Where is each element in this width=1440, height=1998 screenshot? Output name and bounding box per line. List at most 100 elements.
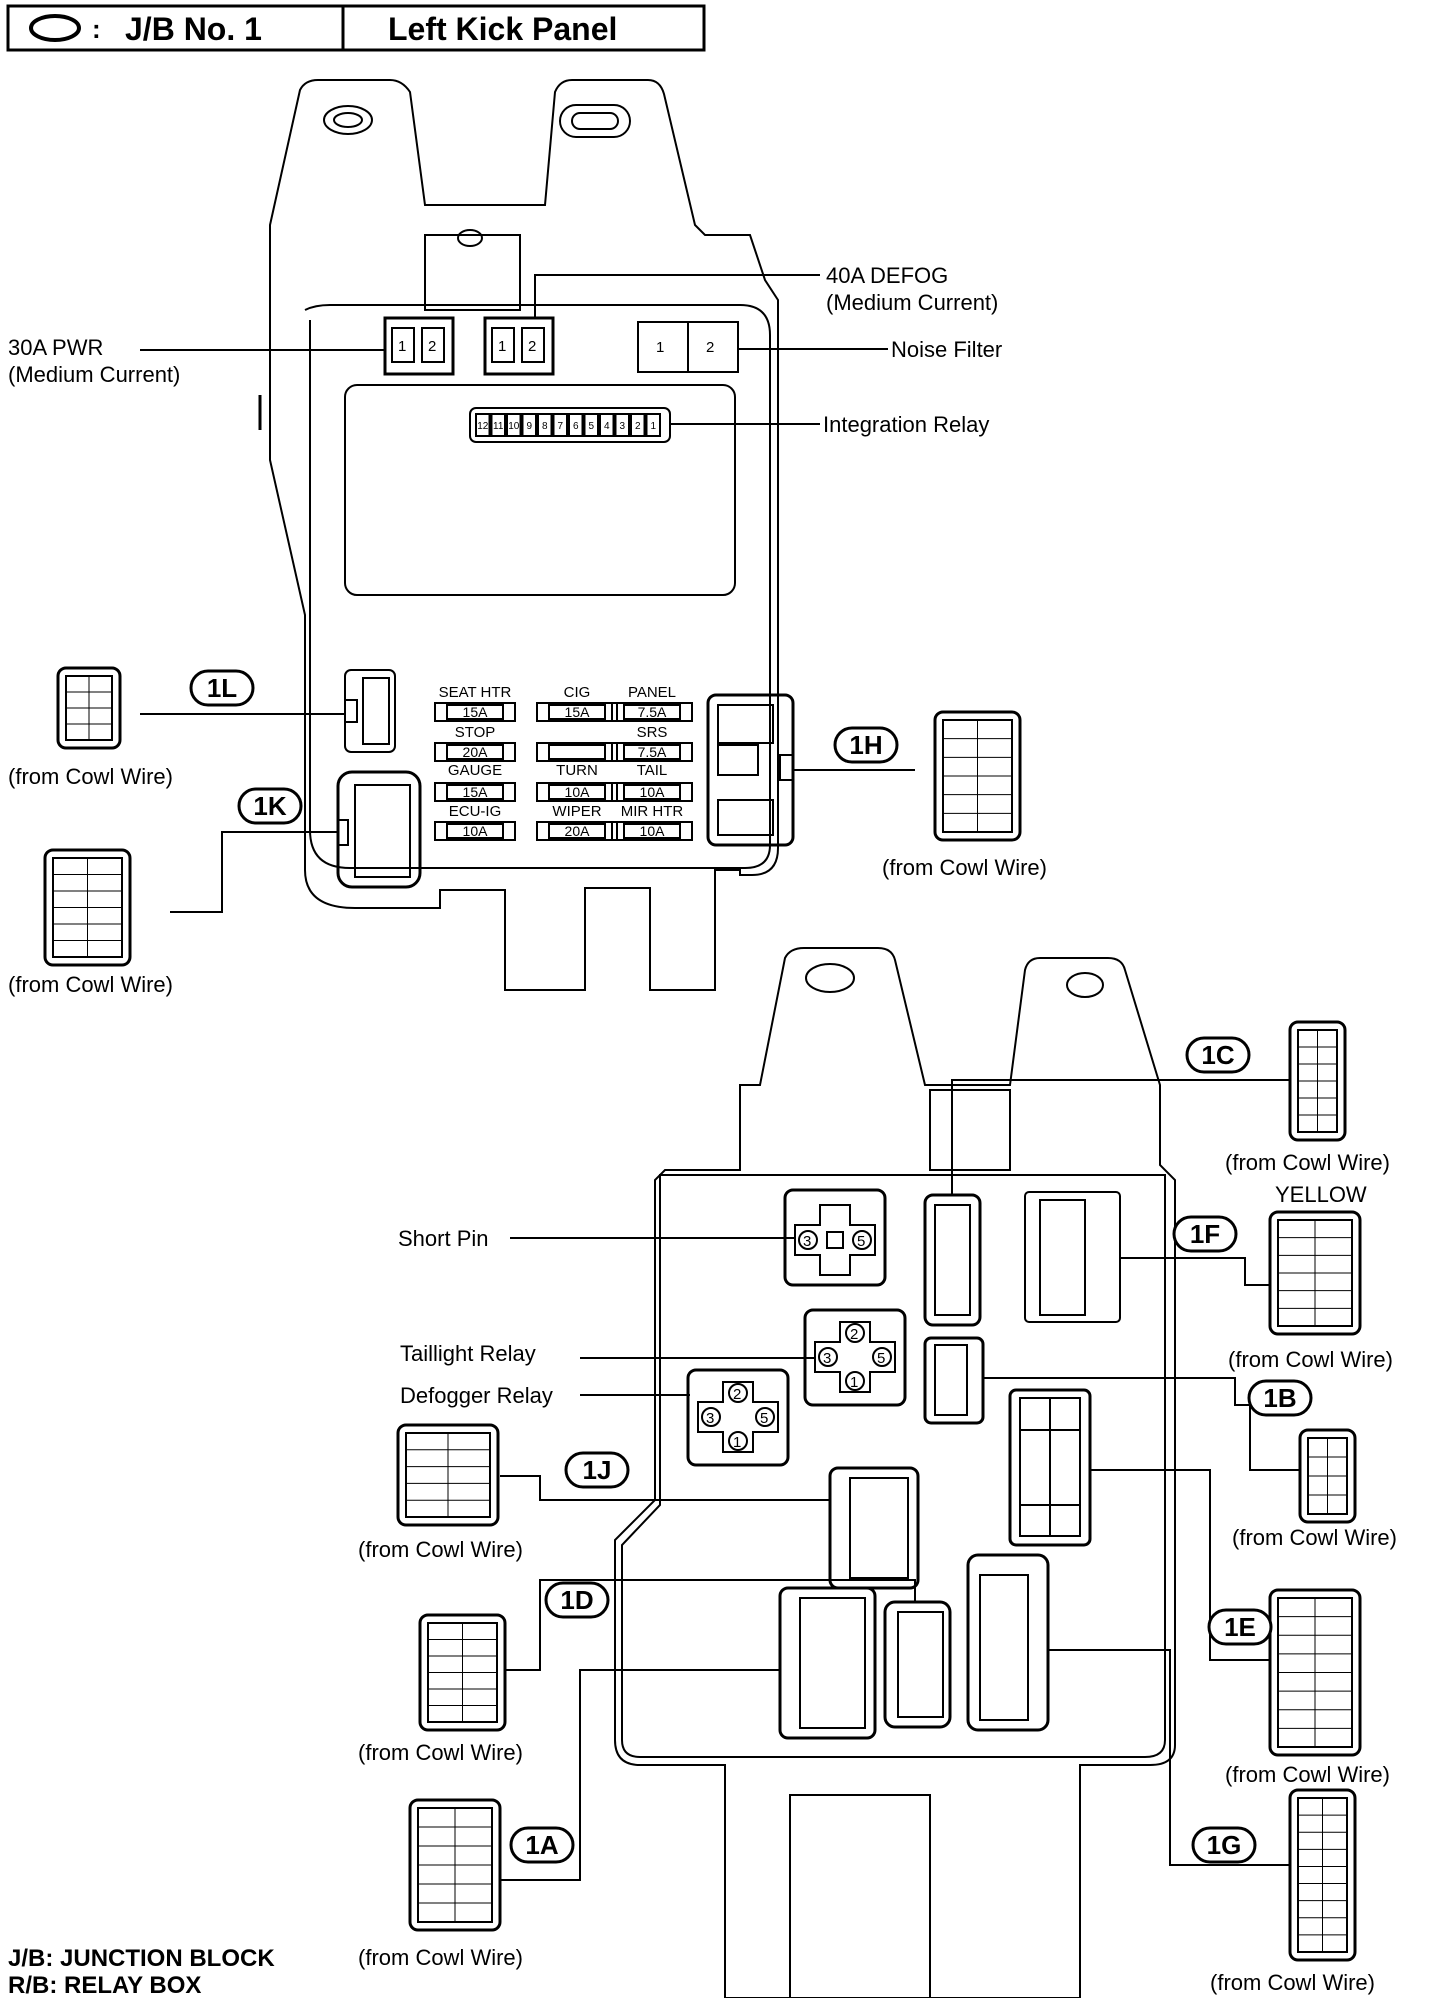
leader-1d xyxy=(505,1579,916,1671)
fuse-window xyxy=(446,784,504,800)
leader-1a xyxy=(500,1669,780,1881)
fuse-window xyxy=(548,704,606,720)
badge-pill xyxy=(189,669,255,707)
integration-pin-box xyxy=(599,413,615,437)
header-frame xyxy=(6,4,706,52)
header-title: J/B No. 1 xyxy=(125,11,262,47)
socket-1j-grid xyxy=(849,1477,909,1579)
integration-pin-label: 8 xyxy=(542,421,548,432)
fuse-amp: 10A xyxy=(640,784,666,800)
integration-pin-box xyxy=(475,413,491,437)
short-pin-5: 5 xyxy=(857,1233,865,1250)
from-cowl-1d: (from Cowl Wire) xyxy=(358,1740,523,1765)
connector-1j-plug xyxy=(396,1423,500,1527)
lower-bottom-slot xyxy=(789,1794,931,1998)
integration-pin-box xyxy=(506,413,522,437)
integration-pin-box xyxy=(583,413,599,437)
defogger-relay-cross xyxy=(697,1381,779,1453)
label-30a-pwr-sub: (Medium Current) xyxy=(8,362,180,387)
socket-grid-mid xyxy=(717,744,759,776)
fuse-amp: 10A xyxy=(640,823,666,839)
plug-housing xyxy=(1288,1020,1347,1142)
fuse-body xyxy=(611,821,693,841)
socket-1a-grid xyxy=(799,1597,866,1729)
socket-1d-grid xyxy=(897,1611,944,1718)
fuse-body xyxy=(434,702,516,722)
integration-pin-box xyxy=(568,413,584,437)
fuse-amp: 15A xyxy=(463,704,489,720)
fuse-name: SEAT HTR xyxy=(439,684,512,701)
label-40a-defog-sub: (Medium Current) xyxy=(826,290,998,315)
plug-housing xyxy=(396,1423,500,1527)
plug-housing xyxy=(1268,1210,1362,1336)
badge-label: 1K xyxy=(253,791,286,821)
upper-mount-hole-left xyxy=(323,105,373,135)
fuse-window xyxy=(548,784,606,800)
socket-1g xyxy=(966,1553,1050,1732)
connector-1k-plug xyxy=(43,848,132,967)
from-cowl-1g: (from Cowl Wire) xyxy=(1210,1970,1375,1995)
integration-pin-label: 4 xyxy=(604,421,610,432)
label-short-pin: Short Pin xyxy=(398,1226,489,1251)
socket-1c-grid xyxy=(934,1204,971,1316)
label-yellow: YELLOW xyxy=(1275,1182,1367,1207)
socket-1b xyxy=(923,1336,985,1425)
relay-30a-pwr: 1 2 xyxy=(383,316,455,376)
relay-40a-defog: 1 2 xyxy=(483,316,555,376)
plug-housing xyxy=(43,848,132,967)
lower-mount-hole-right xyxy=(1066,972,1104,998)
plug-housing xyxy=(933,710,1022,842)
connector-1b-plug xyxy=(1298,1428,1357,1524)
connector-badge-1c: 1C xyxy=(1185,1036,1251,1074)
relay-pin-box-2 xyxy=(421,327,445,363)
upper-block-outline xyxy=(269,79,779,991)
socket-1g-grid xyxy=(979,1574,1029,1721)
integration-pin-label: 10 xyxy=(508,421,520,432)
short-pin-block: 3 5 xyxy=(783,1188,887,1287)
relay-pin-1: 1 xyxy=(498,338,506,355)
connector-badge-1e: 1E xyxy=(1207,1608,1273,1646)
badge-label: 1J xyxy=(583,1455,612,1485)
fuse-name: SRS xyxy=(637,724,668,741)
upper-top-screw xyxy=(457,229,483,247)
taillight-pin-5-ring xyxy=(872,1347,892,1367)
fuse-amp: 15A xyxy=(565,704,591,720)
upper-mount-hole-right-inner xyxy=(571,112,619,130)
fuse-body xyxy=(536,702,618,722)
socket-grid-bottom xyxy=(717,799,774,836)
from-cowl-1c: (from Cowl Wire) xyxy=(1225,1150,1390,1175)
defogger-pin-2-ring xyxy=(728,1383,748,1403)
defogger-pin-2: 2 xyxy=(733,1386,741,1403)
fuse-window xyxy=(446,744,504,760)
label-noise-filter: Noise Filter xyxy=(891,337,1002,362)
integration-pin-box xyxy=(521,413,537,437)
short-pin-3: 3 xyxy=(803,1233,811,1250)
connector-1l-socket xyxy=(344,669,396,753)
connector-badge-1h: 1H xyxy=(833,726,899,764)
relay-pin-box-1 xyxy=(391,327,415,363)
connector-1f-plug xyxy=(1268,1210,1362,1336)
lower-mount-hole-left xyxy=(805,963,855,993)
cowl-connectors xyxy=(43,666,1362,1962)
socket-latch xyxy=(779,754,793,781)
badge-label: 1B xyxy=(1263,1383,1296,1413)
connector-badge-1k: 1K xyxy=(237,787,303,825)
socket-latch xyxy=(345,699,358,723)
from-cowl-1k: (from Cowl Wire) xyxy=(8,972,173,997)
fuse-amp: 7.5A xyxy=(638,704,667,720)
fuse-amp: 7.5A xyxy=(638,744,667,760)
header: : J/B No. 1 Left Kick Panel xyxy=(6,4,706,52)
fuse-window xyxy=(548,744,606,760)
connector-badge-1a: 1A xyxy=(509,1826,575,1864)
fuse-block: SEAT HTR15ACIG15APANEL7.5ASTOP20ASRS7.5A… xyxy=(434,684,693,841)
fuse-amp: 20A xyxy=(565,823,591,839)
connector-1c-plug xyxy=(1288,1020,1347,1142)
fuse-window xyxy=(446,704,504,720)
connector-badge-1g: 1G xyxy=(1191,1826,1257,1864)
relay-frame xyxy=(483,316,555,376)
badge-label: 1D xyxy=(560,1585,593,1615)
fuse-name: CIG xyxy=(564,684,591,701)
callout-labels: 30A PWR (Medium Current) 40A DEFOG (Medi… xyxy=(8,263,1397,1998)
header-separator: : xyxy=(92,14,101,44)
